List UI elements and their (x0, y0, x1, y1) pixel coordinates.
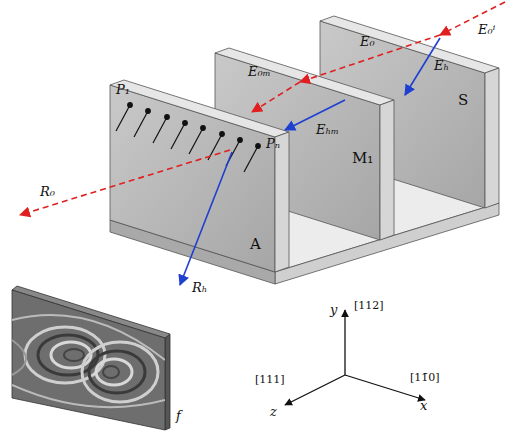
axis-label: y (330, 302, 337, 318)
wall-m1-end (380, 100, 394, 240)
axis-direction: [111] (255, 372, 285, 388)
beam-label: R₀ (40, 184, 55, 200)
beams (20, 2, 505, 285)
axis-label: z (270, 404, 277, 420)
wall-m1-top (215, 48, 394, 105)
pixel-label: P₁ (116, 82, 130, 98)
beam-label: Eₕ (434, 58, 449, 74)
crystal-block (110, 16, 499, 284)
beam-label: E₀ (360, 34, 375, 50)
axis-direction: [11̄0] (410, 370, 440, 386)
crystal-label: A (250, 236, 261, 252)
wall-a-front (110, 85, 275, 272)
exit-beam-r0 (20, 150, 230, 215)
interference-fringes (12, 315, 165, 407)
beam-label: E₀ⁱ (478, 22, 495, 38)
screen (12, 286, 170, 430)
wall-a-top (110, 80, 289, 137)
screen-label: f (176, 408, 181, 424)
mirror-transmitted-beam (252, 82, 300, 112)
exit-beam-rh (180, 152, 232, 285)
axis-direction: [112] (354, 298, 384, 314)
transmitted-beam (300, 35, 440, 82)
wall-a-end (275, 132, 289, 272)
crystal-label: S (458, 92, 468, 108)
beam-label: Rₕ (192, 280, 207, 296)
wall-s-end (485, 68, 499, 208)
pixel-label: Pₙ (266, 136, 280, 152)
axes (285, 310, 425, 405)
axis-label: x (420, 398, 427, 414)
crystal-label: M₁ (352, 150, 373, 166)
beam-label: E₀ₘ (248, 64, 271, 80)
screen-edge (165, 334, 170, 430)
beam-label: Eₕₘ (316, 122, 339, 138)
screen-face (12, 290, 165, 430)
detector-pixels (116, 103, 260, 172)
